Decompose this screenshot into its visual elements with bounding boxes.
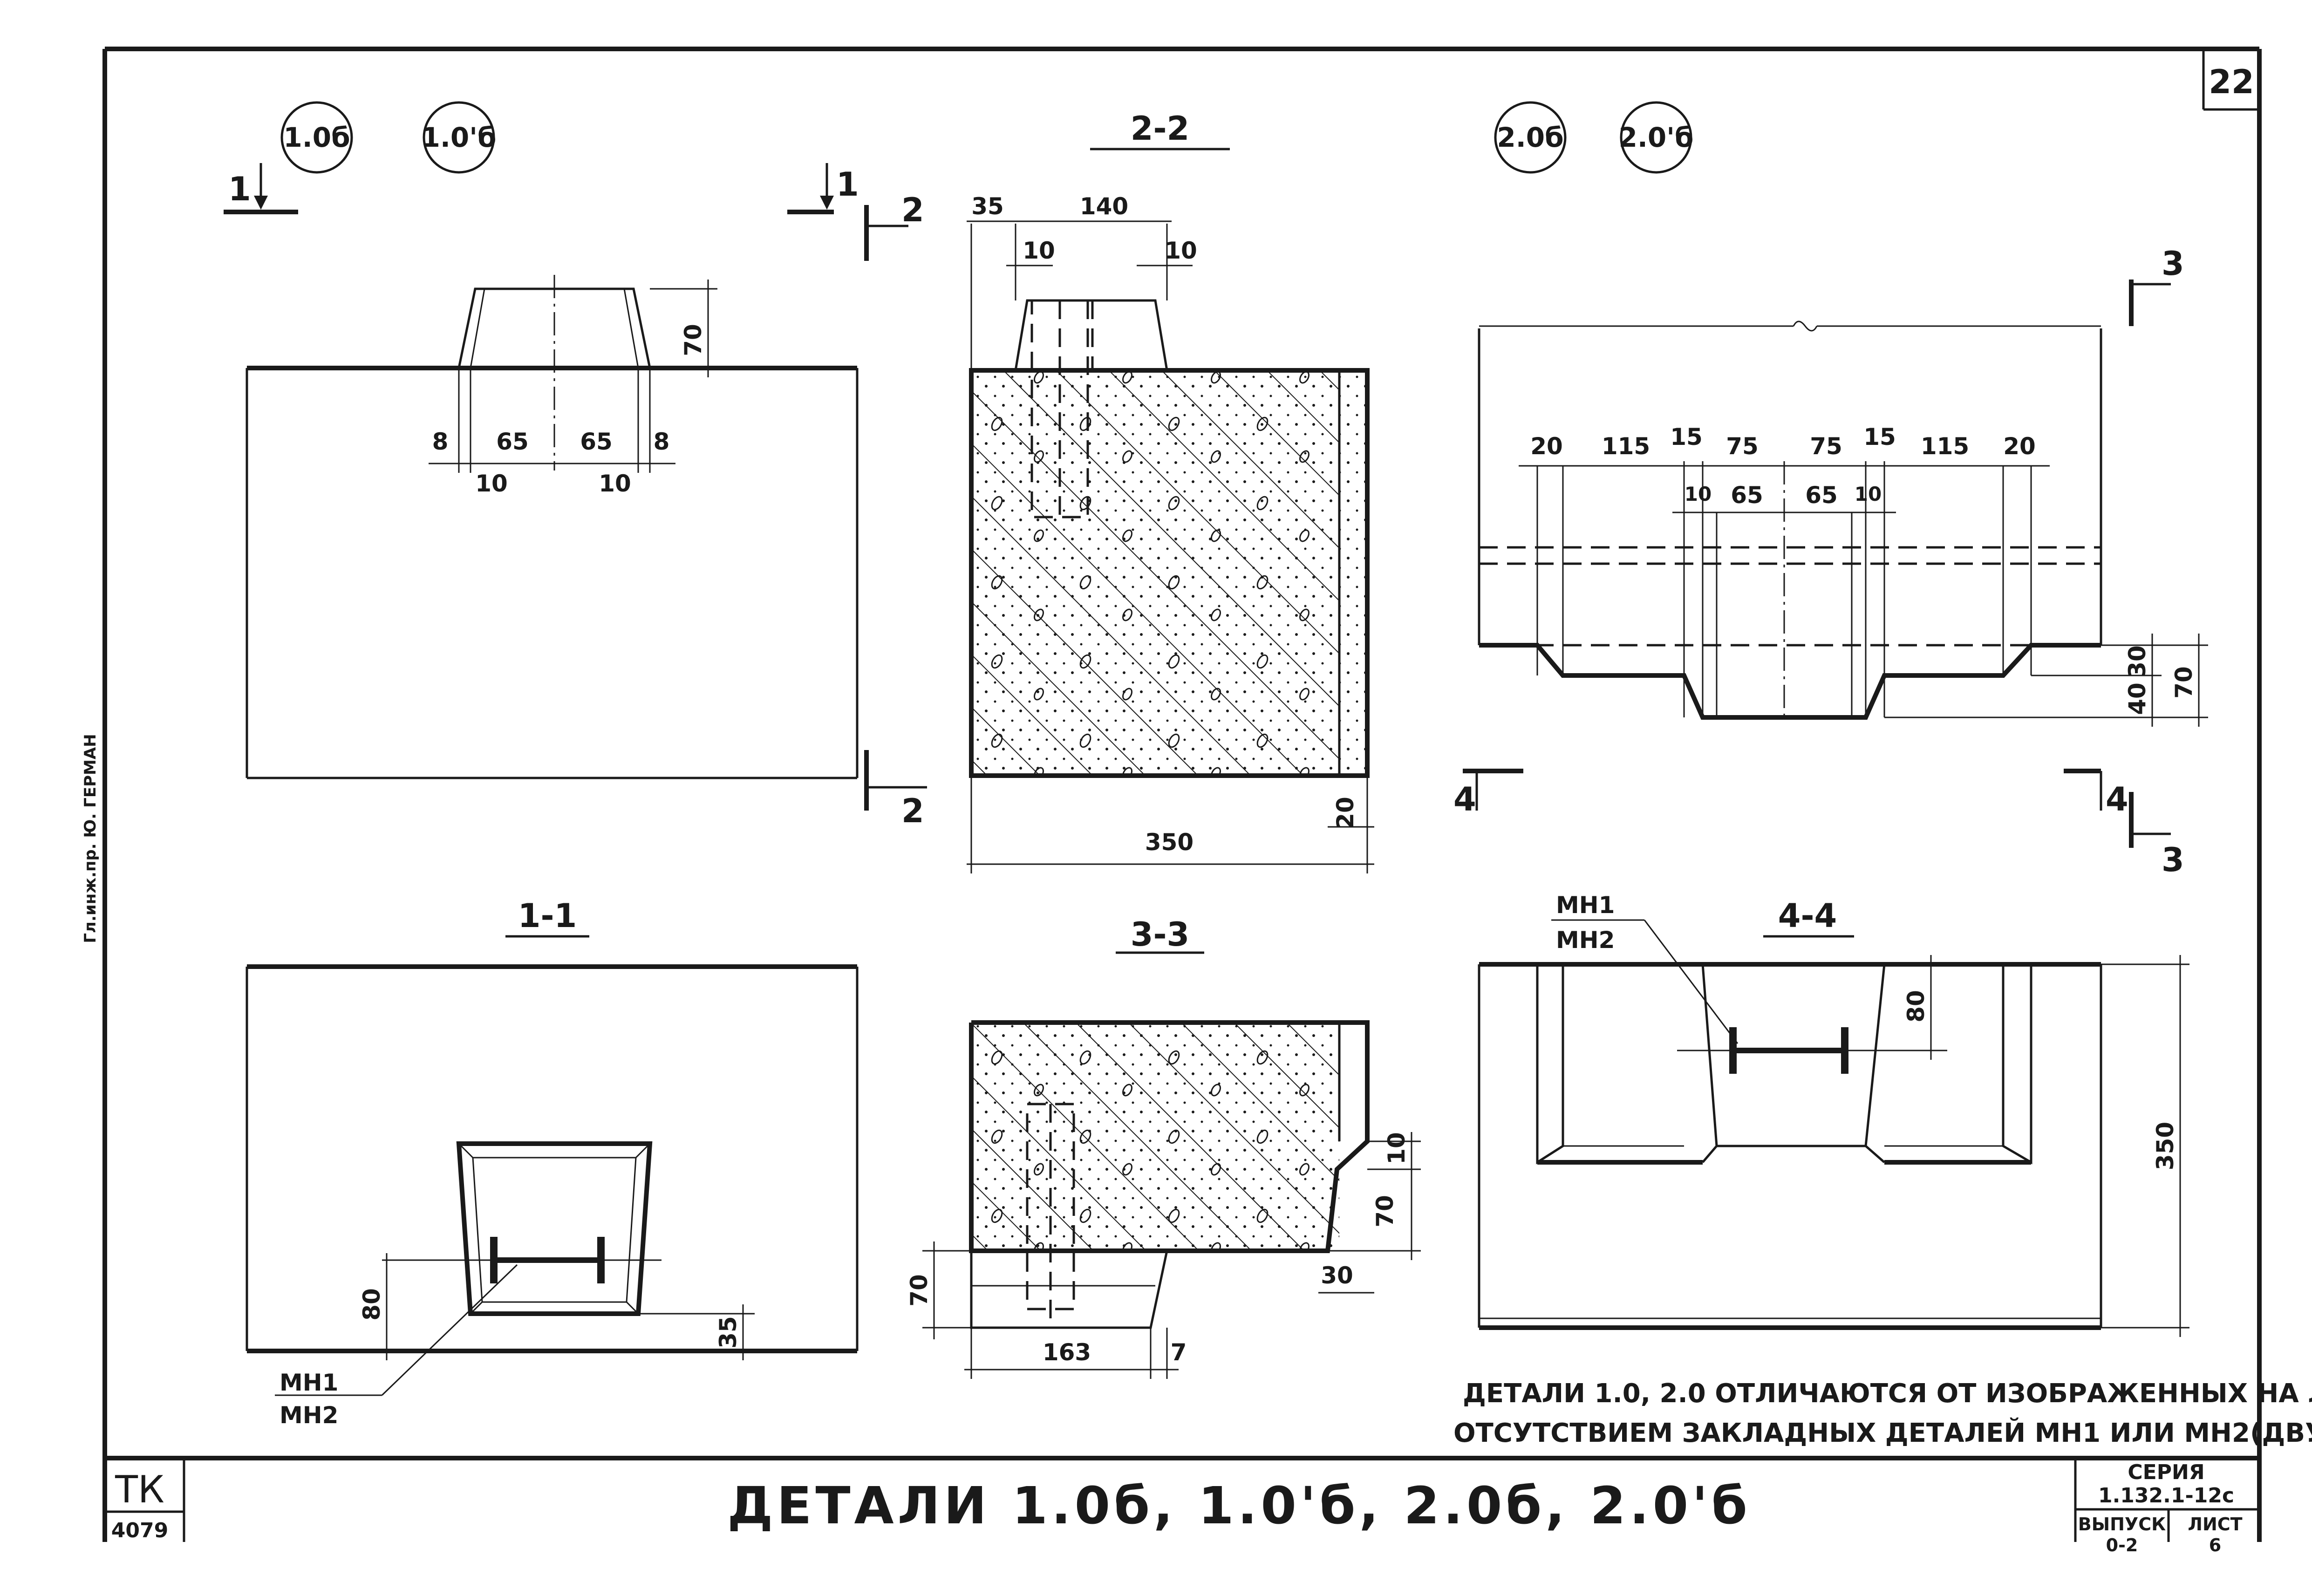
sheet-value: 6 xyxy=(2209,1535,2221,1555)
dim-7: 7 xyxy=(1171,1339,1187,1366)
cut-label-4-right: 4 xyxy=(2106,780,2128,818)
cut-label-3-top: 3 xyxy=(2162,245,2184,283)
dim-115-left: 115 xyxy=(1602,433,1650,460)
mark-circle-1-0pb: 1.0'б xyxy=(421,101,497,174)
mark-label: 1.0'б xyxy=(421,122,496,153)
dim-10-right: 10 xyxy=(1165,237,1197,264)
dim-65-left: 65 xyxy=(1731,482,1763,509)
dim-35: 35 xyxy=(715,1316,742,1349)
dim-70: 70 xyxy=(680,324,707,356)
plan-view-1: 1 1 2 2 70 8 65 65 8 10 xyxy=(224,163,927,830)
dim-10-left: 10 xyxy=(1685,483,1712,505)
dim-70: 70 xyxy=(2170,666,2197,699)
mark-circle-1-0b: 1.0б xyxy=(280,101,353,174)
stamp-label: ТК xyxy=(115,1468,164,1511)
cut-label-2-top: 2 xyxy=(901,191,924,229)
note-line-1: ДЕТАЛИ 1.0, 2.0 ОТЛИЧАЮТСЯ ОТ ИЗОБРАЖЕНН… xyxy=(1463,1378,2312,1409)
series-label: СЕРИЯ xyxy=(2128,1460,2204,1484)
issue-value: 0-2 xyxy=(2106,1535,2138,1555)
mark-circle-2-0b: 2.0б xyxy=(1494,101,1567,174)
plan-view-2: 3 3 4 4 20 115 15 xyxy=(1453,245,2208,879)
section-title-3-3: 3-3 xyxy=(1131,915,1189,954)
issue-label: ВЫПУСК xyxy=(2078,1514,2166,1535)
dim-10-left: 10 xyxy=(475,470,508,497)
side-note-text: Гл.инж.пр. Ю. ГЕРМАН xyxy=(81,734,100,943)
section-title-1-1: 1-1 xyxy=(518,897,577,935)
side-note: Гл.инж.пр. Ю. ГЕРМАН xyxy=(81,734,100,943)
dim-40: 40 xyxy=(2124,682,2151,715)
dim-65-right: 65 xyxy=(580,428,613,455)
page-number: 22 xyxy=(2209,63,2254,101)
mark-label: 2.0'б xyxy=(1618,122,1693,153)
dim-30: 30 xyxy=(2124,645,2151,678)
dim-20-right: 20 xyxy=(2003,433,2036,460)
sheet-label: ЛИСТ xyxy=(2188,1514,2242,1535)
drawing-frame xyxy=(102,47,2262,1542)
cut-label-2-bottom: 2 xyxy=(901,792,924,830)
dim-35: 35 xyxy=(971,193,1004,220)
mark-circle-2-0pb: 2.0'б xyxy=(1618,101,1694,174)
dim-115-right: 115 xyxy=(1921,433,1969,460)
dim-350: 350 xyxy=(2152,1122,2179,1170)
section-1-1: 1-1 80 35 МН1 МН2 xyxy=(246,897,859,1429)
dim-8-left: 8 xyxy=(432,428,449,455)
dim-65-left: 65 xyxy=(496,428,529,455)
callout-mn1: МН1 xyxy=(1556,892,1615,919)
section-title-4-4: 4-4 xyxy=(1778,897,1837,935)
dim-20-left: 20 xyxy=(1530,433,1563,460)
cut-label-1-left: 1 xyxy=(228,170,251,208)
section-3-3: 3-3 70 163 7 10 70 30 xyxy=(906,915,1421,1379)
dim-10-right: 10 xyxy=(1855,483,1882,505)
dim-75-right: 75 xyxy=(1810,433,1842,460)
general-note: ДЕТАЛИ 1.0, 2.0 ОТЛИЧАЮТСЯ ОТ ИЗОБРАЖЕНН… xyxy=(1453,1378,2312,1448)
dim-80: 80 xyxy=(1903,990,1930,1023)
note-line-2: ОТСУТСТВИЕМ ЗАКЛАДНЫХ ДЕТАЛЕЙ МН1 ИЛИ МН… xyxy=(1453,1418,2312,1448)
dim-10-right: 10 xyxy=(599,470,631,497)
callout-mn1: МН1 xyxy=(280,1369,338,1396)
dim-350: 350 xyxy=(1145,829,1194,856)
dim-10-left: 10 xyxy=(1023,237,1055,264)
dim-10: 10 xyxy=(1383,1132,1410,1165)
dim-80: 80 xyxy=(358,1288,385,1321)
cut-label-4-left: 4 xyxy=(1453,780,1476,818)
cut-label-1-right: 1 xyxy=(836,165,859,204)
section-title-2-2: 2-2 xyxy=(1131,109,1189,148)
series-value: 1.132.1-12с xyxy=(2098,1484,2234,1507)
dim-163: 163 xyxy=(1043,1339,1091,1366)
callout-mn2: МН2 xyxy=(1556,927,1615,954)
title-block: ТК 4079 ДЕТАЛИ 1.0б, 1.0'б, 2.0б, 2.0'б … xyxy=(111,1460,2243,1555)
dim-65-right: 65 xyxy=(1805,482,1838,509)
mark-label: 2.0б xyxy=(1497,122,1563,153)
dim-15-left: 15 xyxy=(1670,423,1703,450)
dim-75-left: 75 xyxy=(1726,433,1759,460)
section-2-2: 2-2 35 140 10 10 350 20 xyxy=(967,109,1374,873)
dim-8-right: 8 xyxy=(654,428,670,455)
mark-label: 1.0б xyxy=(283,122,350,153)
dim-30: 30 xyxy=(1321,1262,1353,1289)
stamp-number: 4079 xyxy=(111,1519,168,1542)
drawing-title: ДЕТАЛИ 1.0б, 1.0'б, 2.0б, 2.0'б xyxy=(727,1476,1751,1535)
callout-mn2: МН2 xyxy=(280,1402,338,1429)
dim-70-left: 70 xyxy=(906,1274,933,1307)
section-4-4: 4-4 80 350 МН1 МН2 xyxy=(1478,892,2189,1337)
dim-140: 140 xyxy=(1080,193,1128,220)
dim-20: 20 xyxy=(1332,797,1359,829)
dim-15-right: 15 xyxy=(1863,423,1896,450)
cut-label-3-bottom: 3 xyxy=(2162,841,2184,879)
dim-70-right: 70 xyxy=(1371,1195,1398,1228)
